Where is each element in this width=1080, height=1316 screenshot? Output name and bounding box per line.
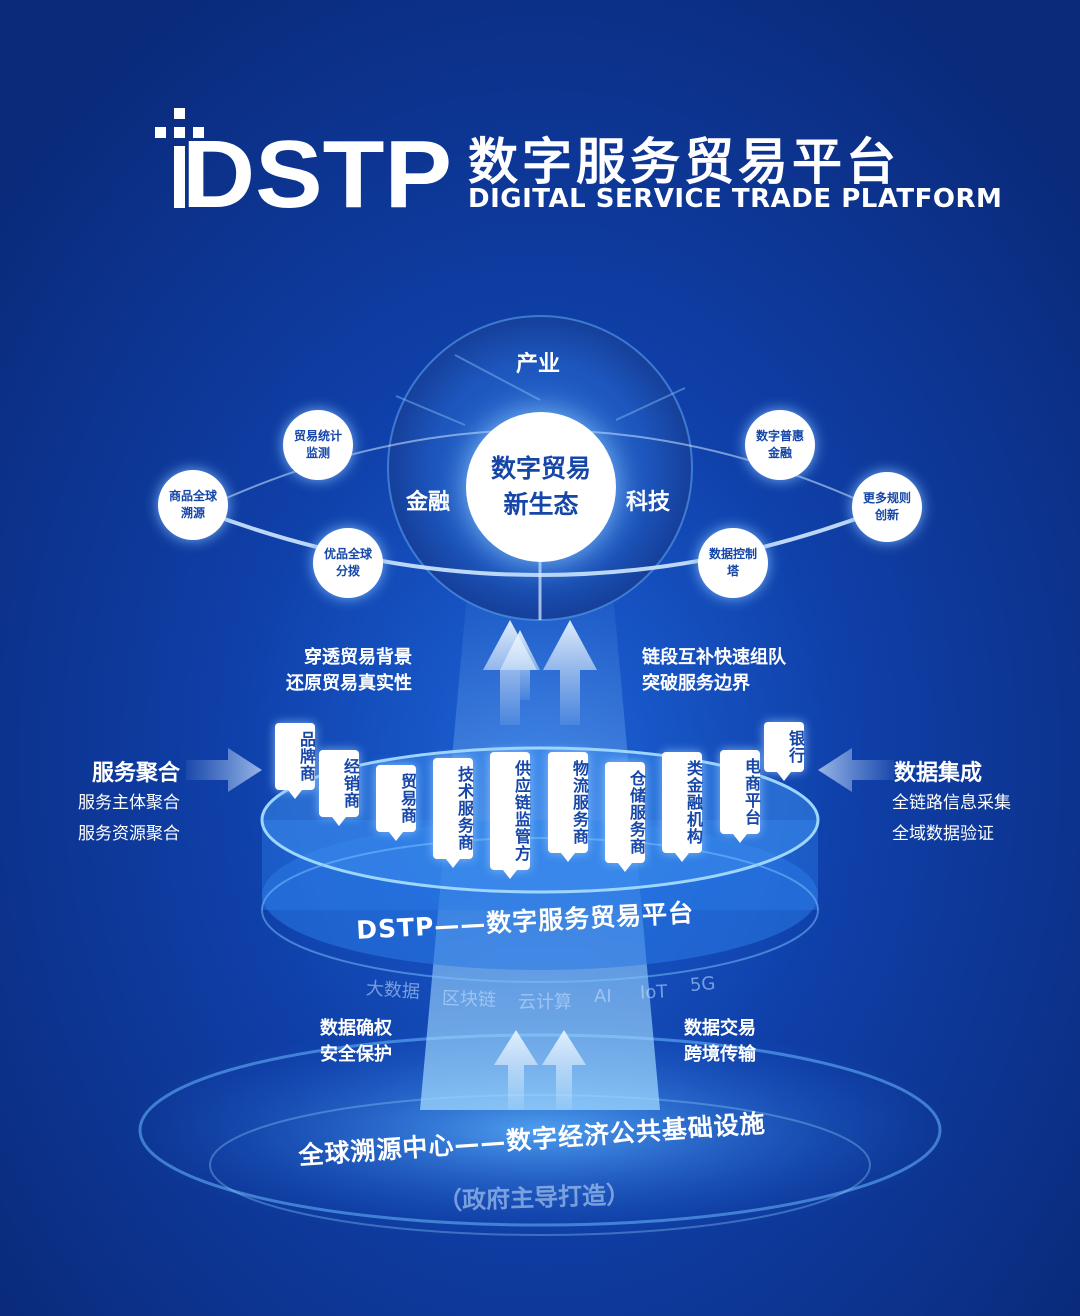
platform-title-zh: 数字服务贸易平台 xyxy=(468,133,900,191)
card-warehouse: 仓储服务商 xyxy=(605,762,646,872)
note-line: 数据确权 xyxy=(320,1018,392,1039)
note-right-bottom: 数据交易 跨境传输 xyxy=(684,1016,756,1068)
note-line: 还原贸易真实性 xyxy=(286,673,412,694)
segment-finance: 金融 xyxy=(406,490,451,515)
logo-text: DSTP xyxy=(182,121,452,228)
service-aggregation-heading: 服务聚合 xyxy=(92,761,181,786)
card-distributor: 经销商 xyxy=(319,750,360,826)
platform-title-en: DIGITAL SERVICE TRADE PLATFORM xyxy=(468,184,1003,214)
segment-industry: 产业 xyxy=(516,352,561,377)
card-logistics: 物流服务商 xyxy=(548,752,589,862)
node-goods-trace: 商品全球溯源 xyxy=(158,470,228,540)
segment-tech: 科技 xyxy=(626,490,671,515)
note-line: 数据交易 xyxy=(684,1018,756,1039)
note-line: 穿透贸易背景 xyxy=(304,647,412,668)
note-left-bottom: 数据确权 安全保护 xyxy=(320,1016,392,1068)
node-label: 更多规则创新 xyxy=(862,491,911,522)
tech-iot: IoT xyxy=(639,981,668,1004)
side-line: 全链路信息采集 xyxy=(892,793,1011,813)
node-more-rules: 更多规则创新 xyxy=(852,472,922,542)
data-integration-heading: 数据集成 xyxy=(894,761,983,786)
note-line: 安全保护 xyxy=(320,1044,392,1065)
node-label: 贸易统计监测 xyxy=(293,429,342,460)
side-line: 服务主体聚合 xyxy=(78,793,180,813)
card-supply-chain: 供应链监管方 xyxy=(490,752,531,879)
node-label: 优品全球分拨 xyxy=(323,547,372,578)
up-arrow-bottom-2 xyxy=(542,1030,586,1110)
node-label: 数字普惠金融 xyxy=(755,429,804,460)
side-line: 全域数据验证 xyxy=(892,824,994,844)
node-label: 数据控制塔 xyxy=(708,547,757,578)
tech-cloud: 云计算 xyxy=(518,992,572,1013)
node-premium-alloc: 优品全球分拨 xyxy=(313,528,383,598)
card-ecommerce: 电商平台 xyxy=(720,750,761,843)
tech-blockchain: 区块链 xyxy=(441,988,497,1011)
foundation-sublabel: （政府主导打造） xyxy=(437,1180,631,1216)
note-line: 链段互补快速组队 xyxy=(642,647,786,668)
card-bank: 银行 xyxy=(764,722,805,781)
arrow-left-icon xyxy=(818,748,894,792)
side-line: 服务资源聚合 xyxy=(78,824,180,844)
card-brand: 品牌商 xyxy=(275,723,316,799)
node-control-tower: 数据控制塔 xyxy=(698,528,768,598)
node-inclusive-finance: 数字普惠金融 xyxy=(745,410,815,480)
card-quasi-finance: 类金融机构 xyxy=(662,752,703,862)
note-line: 跨境传输 xyxy=(684,1044,756,1065)
tech-5g: 5G xyxy=(689,972,717,997)
up-arrow-bottom-1 xyxy=(494,1030,538,1110)
note-left-top: 穿透贸易背景 还原贸易真实性 xyxy=(284,645,412,697)
ecosystem-center-label: 数字贸易新生态 xyxy=(490,454,591,519)
node-trade-stats: 贸易统计监测 xyxy=(283,410,353,480)
up-arrow-top-1 xyxy=(483,620,537,725)
tech-bigdata: 大数据 xyxy=(365,978,421,1003)
ecosystem-core: 数字贸易新生态 xyxy=(466,412,616,562)
note-right-top: 链段互补快速组队 突破服务边界 xyxy=(642,645,786,697)
arrow-right-icon xyxy=(186,748,262,792)
service-aggregation-list: 服务主体聚合 服务资源聚合 xyxy=(78,788,180,850)
tech-ai: AI xyxy=(594,986,612,1007)
node-label: 商品全球溯源 xyxy=(168,489,217,520)
card-tech-provider: 技术服务商 xyxy=(433,758,474,868)
note-line: 突破服务边界 xyxy=(642,673,750,694)
dstp-logo xyxy=(155,108,204,208)
up-arrow-top-2 xyxy=(543,620,597,725)
card-trader: 贸易商 xyxy=(376,765,417,841)
data-integration-list: 全链路信息采集 全域数据验证 xyxy=(892,788,1011,850)
